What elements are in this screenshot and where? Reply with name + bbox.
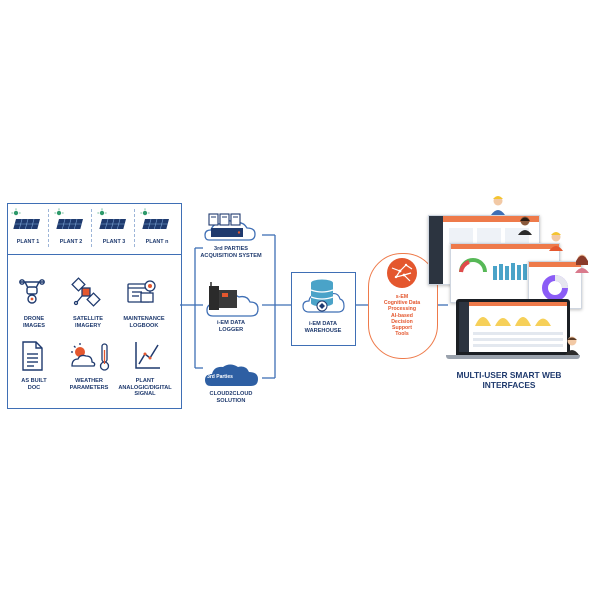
cloud-icon: [205, 364, 258, 386]
logbook-icon: [127, 280, 156, 303]
web-interfaces-cluster: [420, 195, 600, 365]
avatar: [549, 232, 563, 251]
acquisition-label-logger: i-EM DATA LOGGER: [216, 320, 246, 333]
avatar: [565, 336, 579, 355]
logger-cloud-icon: [206, 282, 259, 317]
drone-icon: [19, 279, 45, 304]
brain-icon: [387, 258, 417, 288]
source-label-drone: DRONE IMAGES: [22, 316, 46, 329]
processing-label: s-EM Cognitive Data Processing AI-based …: [383, 294, 421, 338]
weather-icon: [71, 343, 110, 371]
source-label-satellite: SATELLITE IMAGERY: [72, 316, 104, 329]
output-label: MULTI-USER SMART WEB INTERFACES: [456, 370, 562, 390]
plant-label: PLANT 3: [102, 239, 126, 245]
plant-label: PLANT 2: [59, 239, 83, 245]
satellite-icon: [71, 277, 101, 307]
acquisition-label-3rd-parties: 3rd PARTIES ACQUISITION SYSTEM: [200, 246, 262, 259]
solar-panel-icon: [140, 208, 169, 229]
avatar: [575, 254, 589, 273]
solar-panel-icon: [54, 208, 83, 229]
source-label-signal: PLANT ANALOGIC/DIGITAL SIGNAL: [118, 378, 172, 398]
sources-panel: [7, 253, 182, 409]
solar-panel-icon: [11, 208, 40, 229]
solar-panel-icon: [97, 208, 126, 229]
laptop-base: [446, 355, 580, 359]
plant-divider: [48, 209, 49, 247]
avatar: [518, 216, 532, 235]
avatar: [491, 196, 505, 215]
source-label-logbook: MAINTENANCE LOGBOOK: [123, 316, 165, 329]
document-icon: [22, 341, 43, 371]
plant-divider: [134, 209, 135, 247]
plants-panel: [7, 203, 182, 255]
cloud-badge: 3rd Parties: [207, 374, 233, 380]
laptop-screen: [456, 299, 570, 355]
acquisition-label-cloud2cloud: CLOUD2CLOUD SOLUTION: [209, 391, 253, 404]
source-label-weather: WEATHER PARAMETERS: [69, 378, 109, 391]
source-label-document: AS BUILT DOC: [21, 378, 47, 391]
warehouse-label: i-EM DATA WAREHOUSE: [304, 321, 342, 334]
plant-divider: [91, 209, 92, 247]
plant-label: PLANT n: [145, 239, 169, 245]
plant-label: PLANT 1: [16, 239, 40, 245]
signal-chart-icon: [135, 342, 160, 369]
database-icon: [302, 279, 345, 313]
servers-cloud-icon: [204, 213, 256, 241]
